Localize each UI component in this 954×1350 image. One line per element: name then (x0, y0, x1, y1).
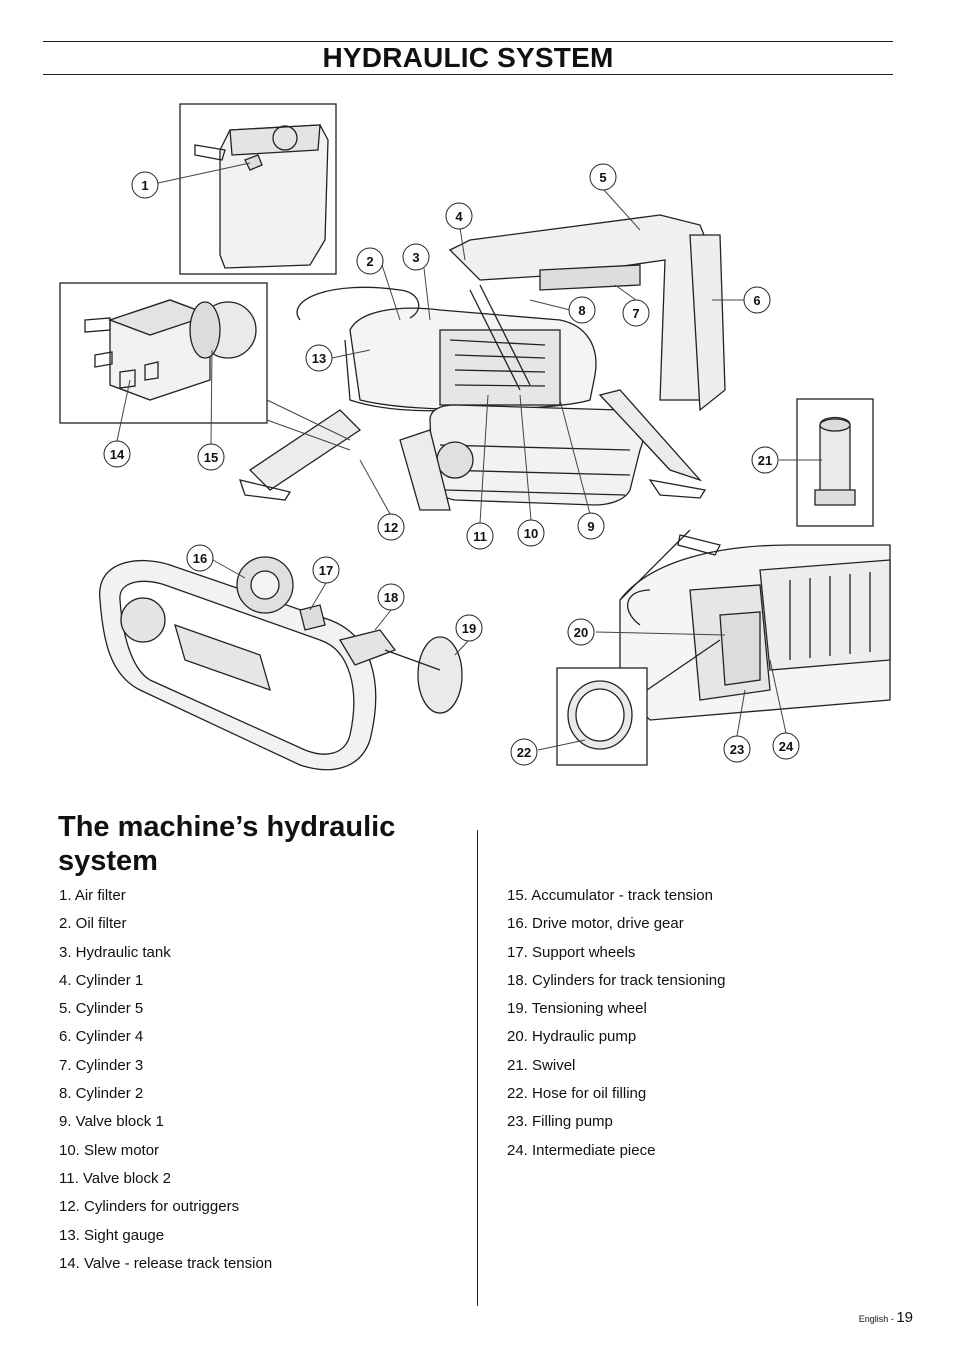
callout-23: 23 (723, 735, 751, 763)
list-item: 15. Accumulator - track tension (507, 887, 713, 904)
list-item: 2. Oil filter (59, 915, 127, 933)
callout-5: 5 (589, 163, 617, 191)
column-divider (477, 830, 478, 1306)
section-heading: The machine’s hydraulic system (58, 811, 396, 877)
callout-1: 1 (131, 171, 159, 199)
parts-list-right: 15. Accumulator - track tension 16. Driv… (507, 887, 725, 1170)
callout-19: 19 (455, 614, 483, 642)
callout-label: 9 (587, 519, 594, 534)
callout-label: 2 (366, 254, 373, 269)
callout-label: 3 (412, 250, 419, 265)
valve-accumulator-inset (59, 282, 268, 424)
list-item: 5. Cylinder 5 (59, 1000, 144, 1018)
callout-label: 11 (473, 529, 487, 544)
callout-label: 8 (578, 303, 585, 318)
callout-24: 24 (772, 732, 800, 760)
header-top-rule (43, 41, 893, 42)
list-item: 12. Cylinders for outriggers (59, 1198, 240, 1216)
list-item: 23. Filling pump (507, 1113, 613, 1131)
callout-21: 21 (751, 446, 779, 474)
list-item: 18. Cylinders for track tensioning (507, 971, 726, 989)
list-item: 9. Valve block 1 (59, 1113, 164, 1131)
callout-label: 24 (779, 739, 794, 754)
callout-label: 22 (517, 745, 531, 760)
footer-language: English - (858, 1314, 897, 1324)
callout-label: 21 (758, 453, 772, 468)
callout-9: 9 (577, 512, 605, 540)
callout-16: 16 (186, 544, 214, 572)
callout-label: 13 (312, 351, 326, 366)
callout-label: 10 (524, 526, 538, 541)
list-item: 11. Valve block 2 (59, 1169, 172, 1187)
callout-13: 13 (305, 344, 333, 372)
page-footer: English - 19 (859, 1309, 913, 1326)
callout-2: 2 (356, 247, 384, 275)
header-bottom-rule (43, 74, 893, 75)
list-item: 14. Valve - release track tension (59, 1254, 273, 1272)
leader-lines (116, 162, 822, 751)
list-item: 7. Cylinder 3 (59, 1056, 144, 1074)
page-number: 19 (896, 1309, 913, 1326)
callout-label: 15 (204, 450, 218, 465)
callout-label: 12 (384, 520, 398, 535)
callout-6: 6 (743, 286, 771, 314)
callout-18: 18 (377, 583, 405, 611)
callout-17: 17 (312, 556, 340, 584)
callout-11: 11 (466, 522, 494, 550)
list-item: 16. Drive motor, drive gear (507, 915, 684, 933)
hose-inset (556, 639, 721, 766)
callout-20: 20 (567, 618, 595, 646)
list-item: 13. Sight gauge (59, 1226, 165, 1244)
list-item: 17. Support wheels (507, 943, 636, 961)
list-item: 21. Swivel (507, 1056, 576, 1074)
callout-label: 23 (730, 742, 744, 757)
list-item: 4. Cylinder 1 (59, 971, 144, 989)
tank-inset (179, 103, 337, 275)
machine-illustration (239, 214, 726, 511)
list-item: 24. Intermediate piece (507, 1141, 656, 1159)
callout-3: 3 (402, 243, 430, 271)
callout-label: 5 (599, 170, 606, 185)
callout-8: 8 (568, 296, 596, 324)
callout-label: 17 (319, 563, 333, 578)
page-section-title: HYDRAULIC SYSTEM (322, 42, 614, 73)
callout-14: 14 (103, 440, 131, 468)
callout-label: 1 (141, 178, 148, 193)
list-item: 8. Cylinder 2 (59, 1085, 144, 1103)
callout-label: 20 (574, 625, 588, 640)
callout-4: 4 (445, 202, 473, 230)
callout-label: 19 (462, 621, 476, 636)
callout-12: 12 (377, 513, 405, 541)
track-tension-assembly (99, 556, 463, 771)
callout-22: 22 (510, 738, 538, 766)
callout-label: 18 (384, 590, 398, 605)
callout-label: 7 (632, 306, 639, 321)
pump-area (619, 529, 891, 721)
list-item: 22. Hose for oil filling (507, 1085, 647, 1103)
list-item: 6. Cylinder 4 (59, 1028, 144, 1046)
list-item: 19. Tensioning wheel (507, 1000, 647, 1018)
callout-7: 7 (622, 299, 650, 327)
callout-label: 6 (753, 293, 760, 308)
callout-15: 15 (197, 443, 225, 471)
list-item: 3. Hydraulic tank (59, 943, 171, 961)
list-item: 1. Air filter (59, 887, 126, 904)
swivel-inset (796, 398, 874, 527)
list-item: 10. Slew motor (59, 1141, 160, 1159)
hydraulic-system-diagram: 1 2 3 4 5 6 7 8 9 10 11 12 13 14 15 16 1… (59, 103, 891, 771)
callout-10: 10 (517, 519, 545, 547)
callout-label: 14 (110, 447, 125, 462)
callout-label: 4 (455, 209, 463, 224)
parts-list-left: 1. Air filter 2. Oil filter 3. Hydraulic… (59, 887, 272, 1283)
callout-label: 16 (193, 551, 207, 566)
list-item: 20. Hydraulic pump (507, 1028, 637, 1046)
